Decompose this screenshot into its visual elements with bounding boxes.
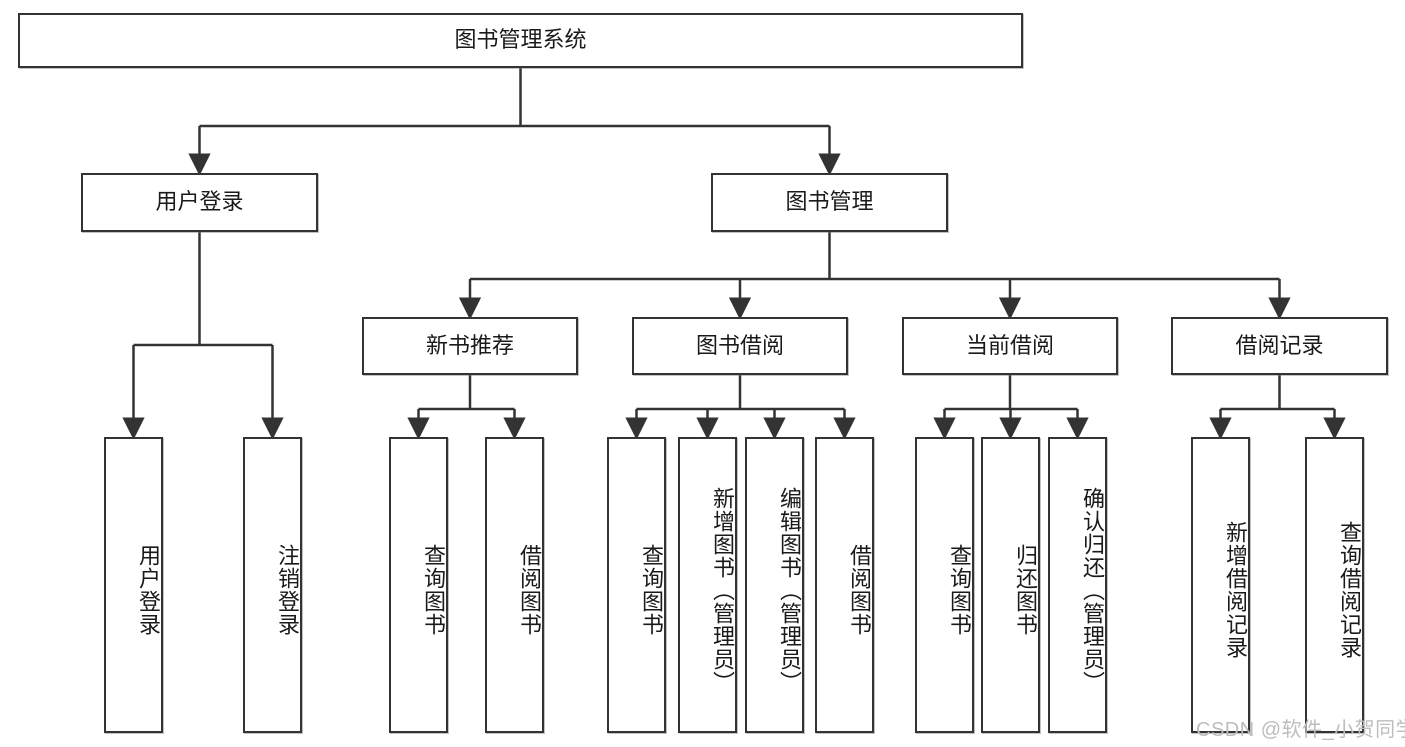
node-label: 借阅记录 (1235, 332, 1324, 358)
node-borrow-record[interactable]: 借阅记录 (1171, 317, 1388, 375)
leaf-confirm-return[interactable]: 确认归还（管理员） (1048, 437, 1107, 733)
edge-group (122, 68, 1346, 440)
leaf-query-book-current[interactable]: 查询图书 (915, 437, 974, 733)
node-label: 新书推荐 (425, 332, 514, 358)
node-label: 编辑图书（管理员） (777, 486, 802, 694)
leaf-user-login[interactable]: 用户登录 (104, 437, 163, 733)
leaf-add-book[interactable]: 新增图书（管理员） (678, 437, 737, 733)
node-label: 查询图书 (947, 544, 972, 636)
leaf-borrow-book-recommend[interactable]: 借阅图书 (485, 437, 544, 733)
node-label: 新增图书（管理员） (710, 486, 735, 694)
node-label: 用户登录 (136, 544, 161, 636)
node-label: 图书借阅 (695, 332, 784, 358)
node-label: 查询借阅记录 (1337, 521, 1362, 659)
leaf-user-logout[interactable]: 注销登录 (243, 437, 302, 733)
node-book-borrow[interactable]: 图书借阅 (632, 317, 848, 375)
leaf-query-borrow-record[interactable]: 查询借阅记录 (1305, 437, 1364, 733)
node-root[interactable]: 图书管理系统 (18, 13, 1023, 68)
node-label: 查询图书 (639, 544, 664, 636)
leaf-edit-book[interactable]: 编辑图书（管理员） (745, 437, 804, 733)
node-user-login[interactable]: 用户登录 (81, 173, 318, 232)
node-new-book-recommend[interactable]: 新书推荐 (362, 317, 578, 375)
node-label: 新增借阅记录 (1223, 521, 1248, 659)
node-label: 借阅图书 (847, 544, 872, 636)
leaf-query-book-borrow[interactable]: 查询图书 (607, 437, 666, 733)
leaf-query-book-recommend[interactable]: 查询图书 (389, 437, 448, 733)
node-label: 查询图书 (421, 544, 446, 636)
node-label: 借阅图书 (517, 544, 542, 636)
leaf-borrow-book[interactable]: 借阅图书 (815, 437, 874, 733)
leaf-return-book[interactable]: 归还图书 (981, 437, 1040, 733)
node-label: 归还图书 (1013, 544, 1038, 636)
node-current-borrow[interactable]: 当前借阅 (902, 317, 1118, 375)
node-label: 注销登录 (275, 544, 300, 636)
leaf-add-borrow-record[interactable]: 新增借阅记录 (1191, 437, 1250, 733)
node-label: 确认归还（管理员） (1080, 486, 1105, 694)
node-book-management[interactable]: 图书管理 (711, 173, 948, 232)
watermark: CSDN @软件_小贺同学 (1196, 719, 1405, 741)
node-label: 图书管理 (785, 189, 874, 215)
node-label: 用户登录 (155, 189, 244, 215)
node-label: 图书管理系统 (454, 27, 587, 53)
node-label: 当前借阅 (965, 332, 1054, 358)
